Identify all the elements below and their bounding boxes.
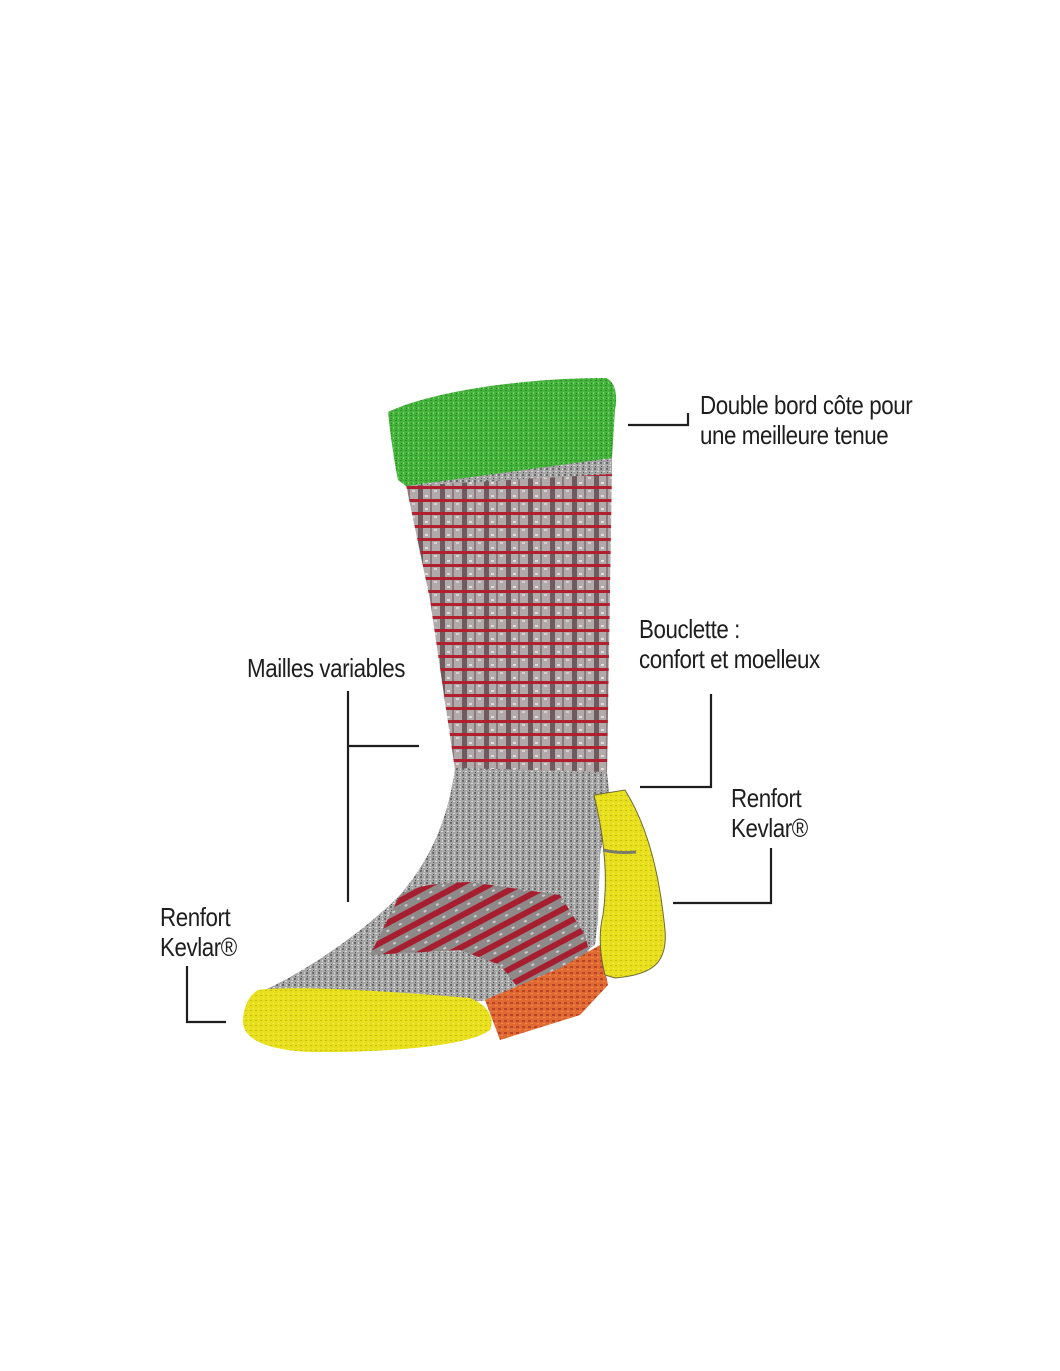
annotation-double-bord-line-2: une meilleure tenue <box>700 420 889 450</box>
leader-line-double-bord <box>628 413 690 427</box>
annotation-mailles-variables: Mailles variables <box>247 653 405 683</box>
annotation-bouclette-line-1: Bouclette : <box>639 614 740 644</box>
sock-heel-kevlar <box>593 789 666 979</box>
sock-toe-kevlar <box>242 988 492 1052</box>
annotation-kevlar-toe: Renfort Kevlar® <box>160 902 237 962</box>
annotation-kevlar-toe-line-1: Renfort <box>160 902 231 932</box>
sock-orange-band <box>485 945 608 1040</box>
annotation-double-bord-line-1: Double bord côte pour <box>700 390 913 420</box>
annotation-mailles-line-1: Mailles variables <box>247 653 405 683</box>
annotation-bouclette-line-2: confort et moelleux <box>639 644 820 674</box>
leader-line-bouclette <box>640 694 713 789</box>
leader-lines <box>185 413 773 1024</box>
sock-instep-mesh <box>370 882 590 990</box>
sock-heel-seam <box>602 848 637 855</box>
annotation-double-bord: Double bord côte pour une meilleure tenu… <box>700 390 913 450</box>
annotation-kevlar-toe-line-2: Kevlar® <box>160 932 237 962</box>
leader-line-kevlar-heel <box>673 848 773 905</box>
annotation-bouclette: Bouclette : confort et moelleux <box>639 614 820 674</box>
annotation-kevlar-heel-line-1: Renfort <box>731 783 802 813</box>
sock-leg-ribbed <box>405 470 612 775</box>
annotation-kevlar-heel-line-2: Kevlar® <box>731 813 808 843</box>
sock-cuff <box>388 378 617 486</box>
leader-line-kevlar-toe <box>185 966 226 1024</box>
annotation-kevlar-heel: Renfort Kevlar® <box>731 783 808 843</box>
